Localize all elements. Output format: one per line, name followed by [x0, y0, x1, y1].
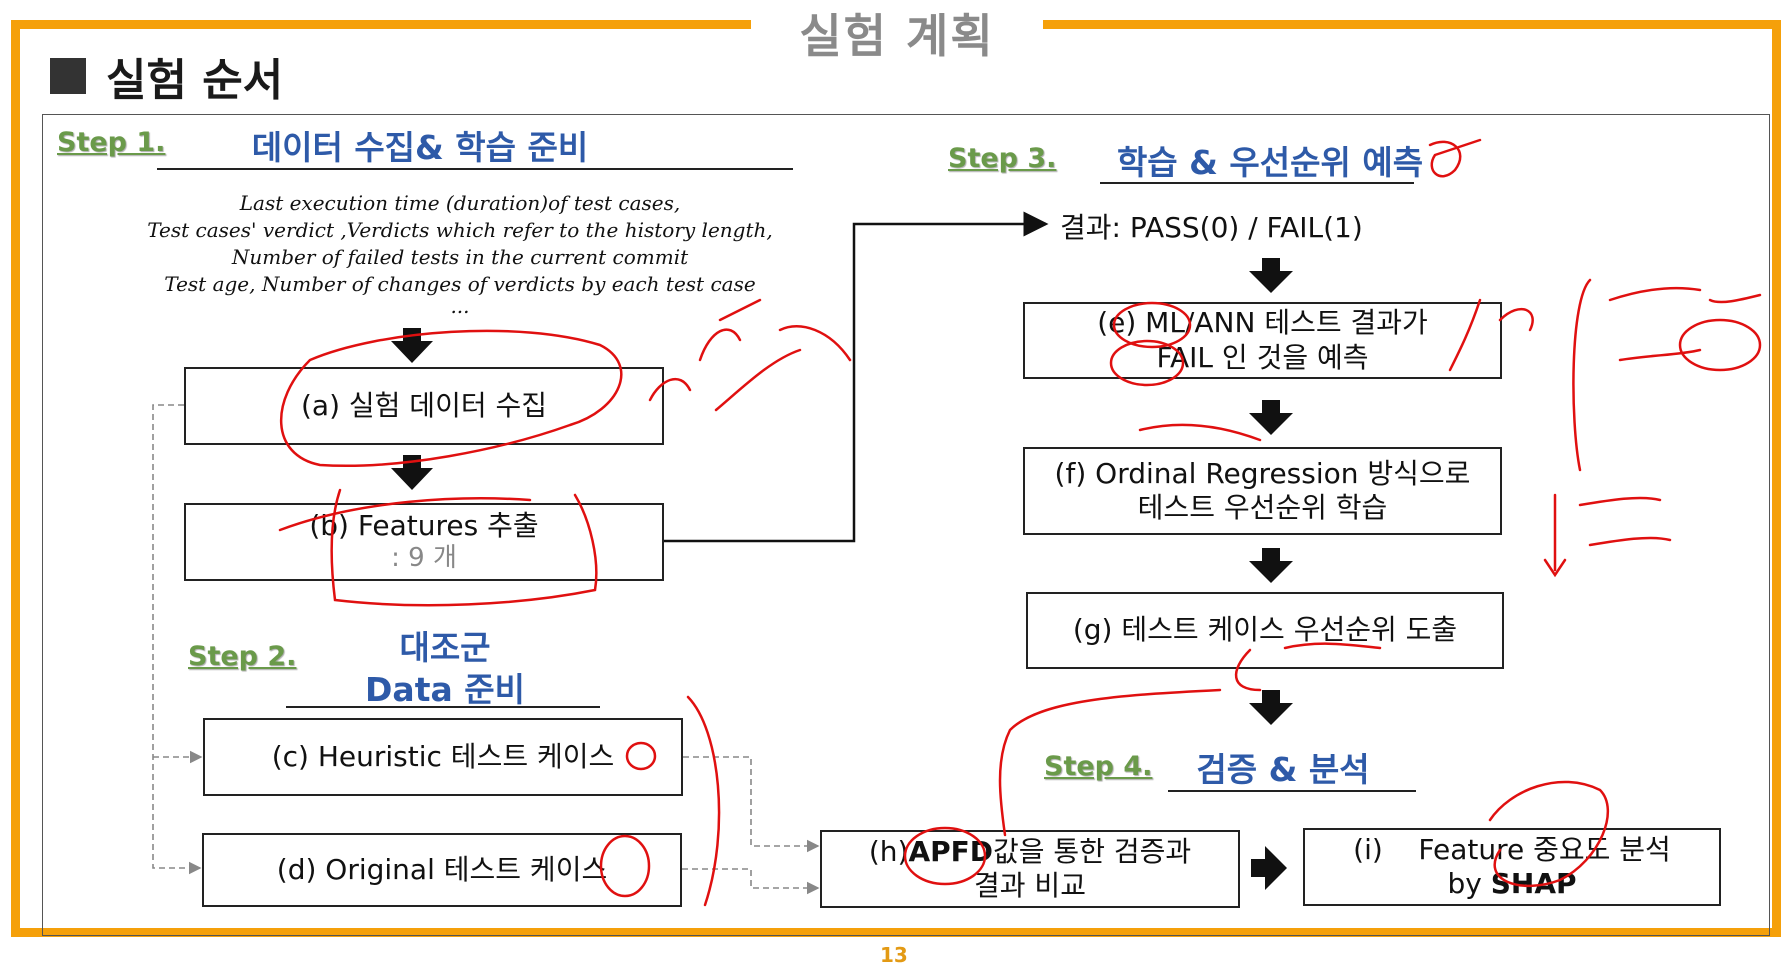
- down-arrow-icon: [1249, 400, 1293, 435]
- bullet-square-icon: [50, 58, 86, 94]
- content-panel: [42, 114, 1770, 936]
- box-f-line2: 테스트 우선순위 학습: [1137, 491, 1388, 524]
- slide-title: 실험 계획: [799, 9, 995, 63]
- box-e-line1: (e) ML/ANN 테스트 결과가: [1097, 306, 1428, 340]
- box-e-line2: FAIL 인 것을 예측: [1156, 340, 1369, 374]
- down-arrow-icon: [391, 328, 433, 363]
- step2-underline: [286, 706, 600, 708]
- frame-top-right: [1043, 20, 1781, 29]
- box-i-bold: SHAP: [1490, 867, 1577, 900]
- features-list: Last execution time (duration)of test ca…: [110, 190, 810, 318]
- box-f: (f) Ordinal Regression 방식으로 테스트 우선순위 학습: [1023, 447, 1502, 535]
- box-a-label: (a) 실험 데이터 수집: [300, 388, 548, 422]
- box-h-pre: (h): [868, 834, 909, 868]
- step2-title-line2: Data 준비: [365, 670, 525, 709]
- box-a: (a) 실험 데이터 수집: [184, 367, 664, 445]
- step1-label: Step 1.: [57, 127, 166, 158]
- feature-line: Test cases' verdict ,Verdicts which refe…: [147, 218, 773, 242]
- feature-line: Last execution time (duration)of test ca…: [239, 191, 681, 215]
- box-b-sub: : 9 개: [391, 543, 457, 574]
- step4-underline: [1168, 790, 1416, 792]
- step4-title: 검증 & 분석: [1196, 750, 1370, 789]
- feature-line: ...: [450, 294, 470, 318]
- step2-title: 대조군 Data 준비: [335, 627, 555, 711]
- box-h-post: 값을 통한 검증과: [993, 834, 1192, 868]
- box-i-line2: by SHAP: [1447, 867, 1576, 901]
- frame-top-left: [11, 20, 751, 29]
- box-d-label: (d) Original 테스트 케이스: [276, 852, 608, 886]
- step4-label: Step 4.: [1044, 751, 1153, 782]
- handwritten-annotations: [278, 138, 1762, 907]
- down-arrow-icon: [1249, 548, 1293, 583]
- box-c: (c) Heuristic 테스트 케이스: [203, 718, 683, 796]
- section-heading: 실험 순서: [50, 44, 283, 108]
- box-i-by: by: [1447, 867, 1482, 900]
- down-arrow-icon: [1249, 258, 1293, 293]
- box-i: (i) Feature 중요도 분석 by SHAP: [1303, 828, 1721, 906]
- step3-underline: [1100, 182, 1414, 184]
- dashed-connectors: [152, 404, 820, 895]
- box-g-label: (g) 테스트 케이스 우선순위 도출: [1072, 613, 1458, 647]
- box-h-line2: 결과 비교: [974, 869, 1086, 902]
- box-c-label: (c) Heuristic 테스트 케이스: [271, 739, 615, 773]
- step2-title-line1: 대조군: [399, 628, 491, 667]
- feature-line: Number of failed tests in the current co…: [231, 245, 689, 269]
- box-b: (b) Features 추출 : 9 개: [184, 503, 664, 581]
- box-i-line1: (i) Feature 중요도 분석: [1353, 832, 1671, 866]
- b-to-result-connector: [664, 211, 1049, 543]
- box-f-line1: (f) Ordinal Regression 방식으로: [1054, 456, 1471, 490]
- right-arrow-icon: [1251, 846, 1287, 890]
- box-e: (e) ML/ANN 테스트 결과가 FAIL 인 것을 예측: [1023, 302, 1502, 379]
- step1-underline: [157, 168, 793, 170]
- down-arrow-icon: [391, 455, 433, 490]
- result-label: 결과: PASS(0) / FAIL(1): [1060, 211, 1363, 244]
- down-arrow-icon: [1249, 690, 1293, 725]
- feature-line: Test age, Number of changes of verdicts …: [164, 272, 756, 296]
- page-number: 13: [880, 943, 908, 967]
- step2-label: Step 2.: [188, 641, 297, 672]
- slide-frame: [11, 24, 1781, 937]
- step3-title: 학습 & 우선순위 예측: [1116, 143, 1424, 182]
- step1-title: 데이터 수집& 학습 준비: [251, 128, 589, 167]
- section-title: 실험 순서: [106, 55, 284, 106]
- step3-label: Step 3.: [948, 143, 1057, 174]
- box-b-label: (b) Features 추출: [309, 509, 539, 543]
- box-h: (h)APFD값을 통한 검증과 결과 비교: [820, 830, 1240, 908]
- box-g: (g) 테스트 케이스 우선순위 도출: [1026, 592, 1504, 669]
